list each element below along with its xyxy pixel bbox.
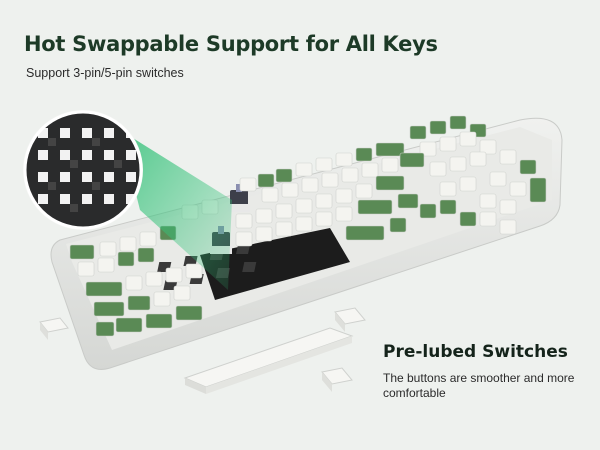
keyboard — [50, 115, 563, 370]
mechanical-switch — [228, 184, 250, 212]
switch-plate — [157, 228, 350, 300]
loose-keycap — [334, 307, 366, 332]
feature-description: The buttons are smoother and more comfor… — [383, 371, 575, 400]
keycap-rows — [69, 115, 547, 337]
zoom-beam — [120, 130, 232, 290]
loose-keycap — [321, 367, 353, 392]
loose-keycap — [39, 317, 69, 340]
zoom-inset — [23, 110, 143, 230]
hero-subtitle: Support 3-pin/5-pin switches — [26, 66, 184, 80]
loose-spacebar-keycap — [183, 327, 354, 394]
feature-title: Pre-lubed Switches — [383, 342, 568, 362]
hero-title: Hot Swappable Support for All Keys — [24, 32, 438, 56]
